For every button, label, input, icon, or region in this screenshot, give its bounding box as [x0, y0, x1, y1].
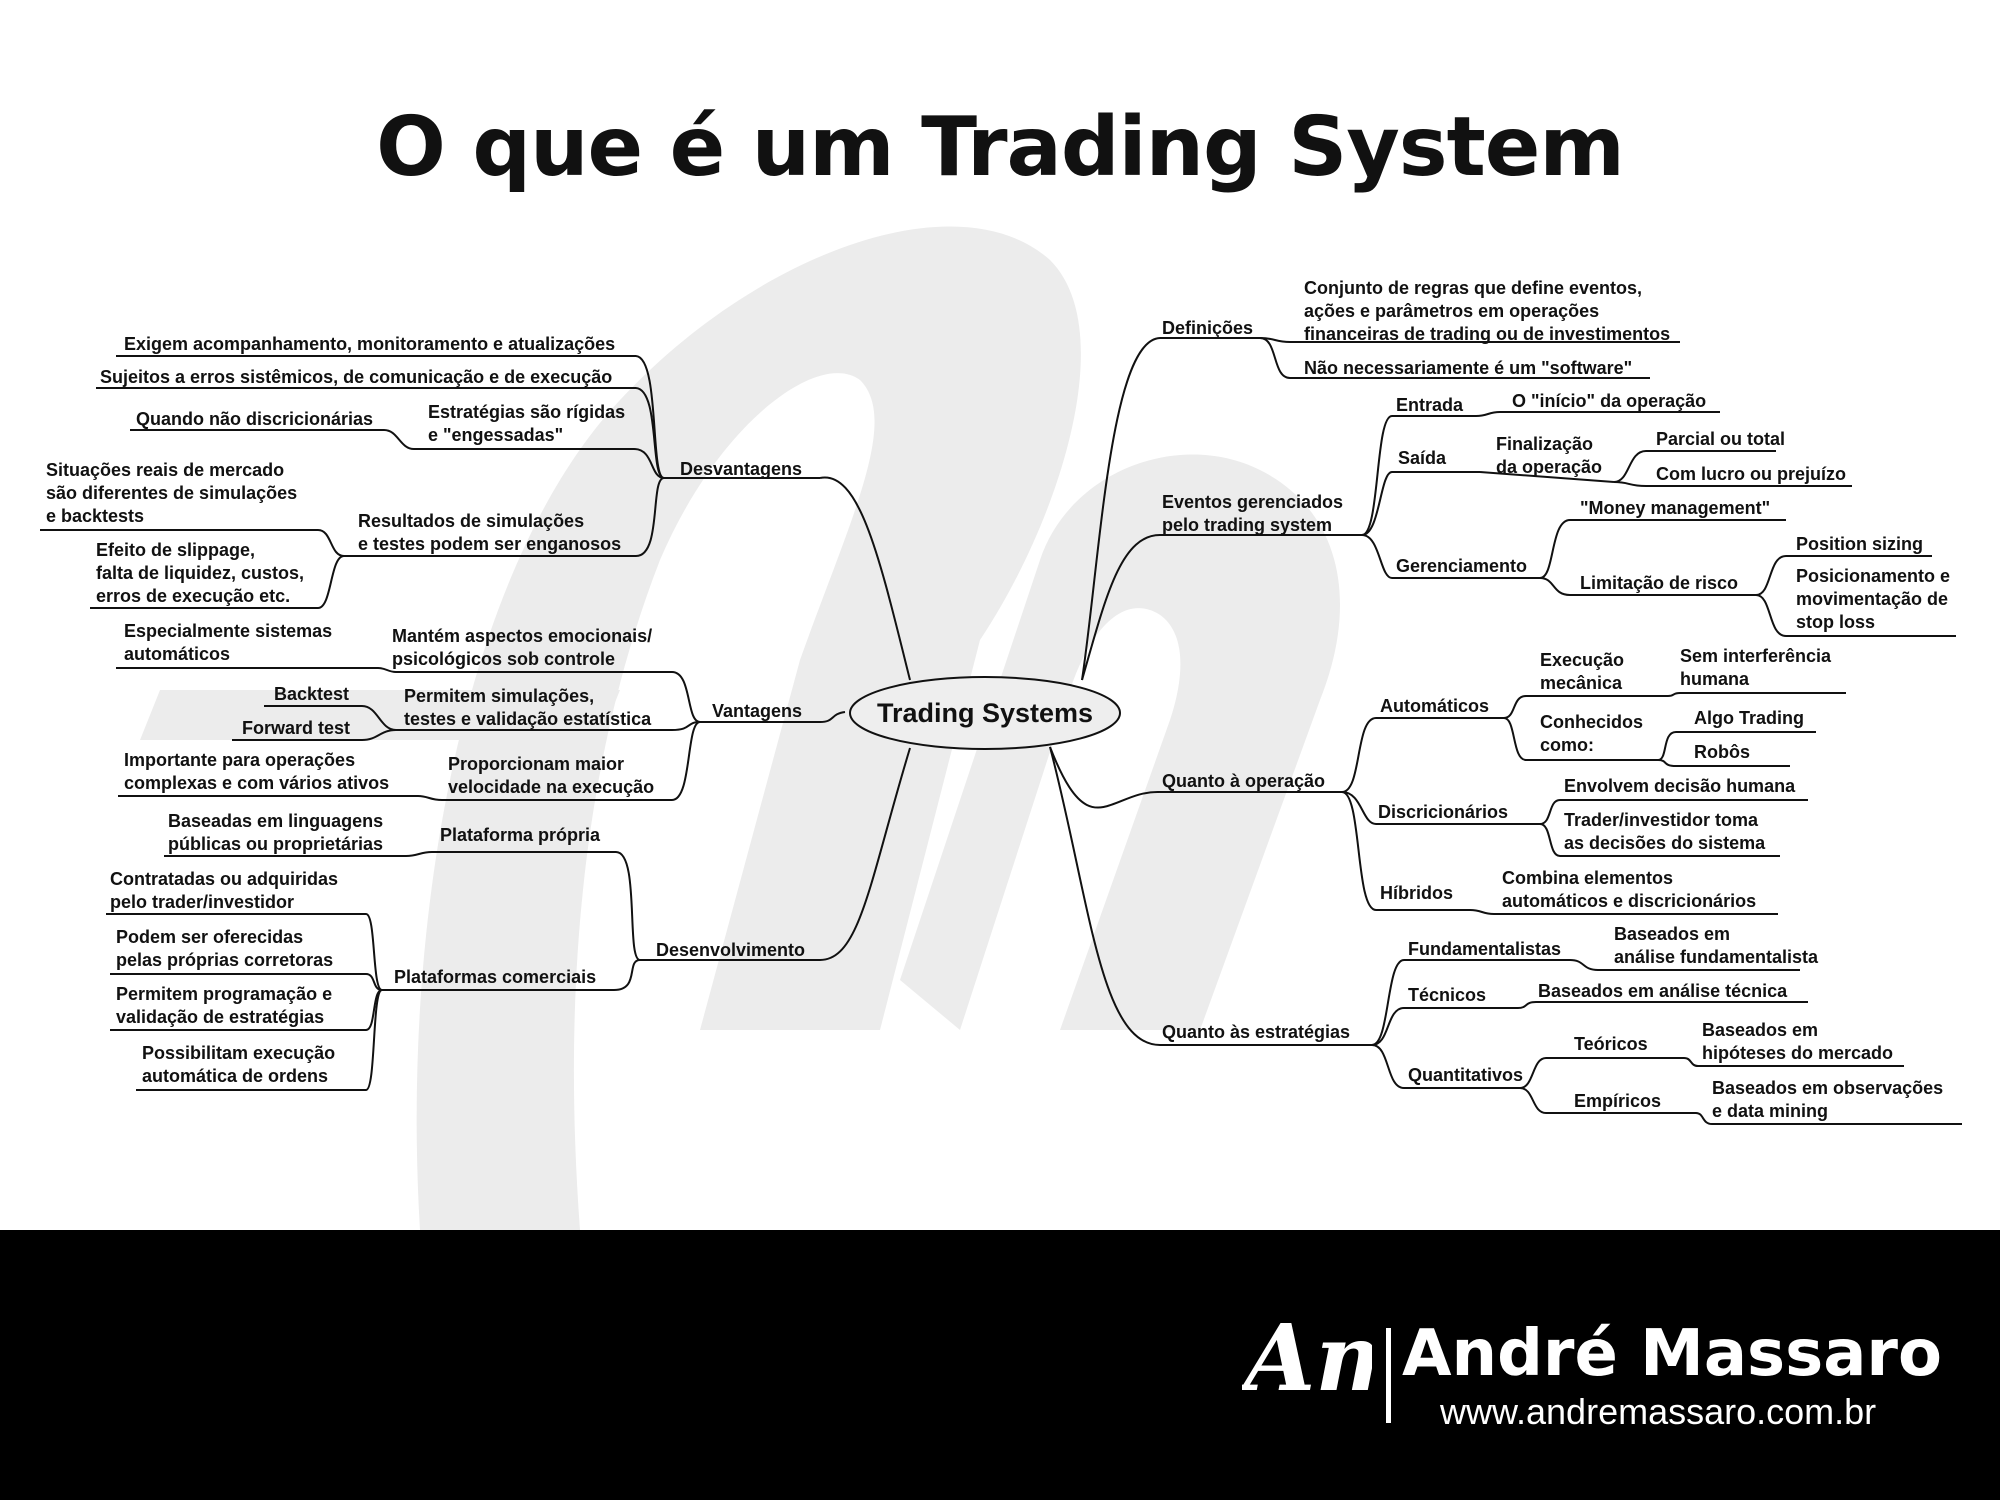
node-empiricos: Empíricos	[1574, 1091, 1661, 1111]
node-finalizacao: Finalização da operação	[1496, 434, 1602, 477]
node-possibilitam-execucao: Possibilitam execução automática de orde…	[142, 1043, 340, 1086]
node-definicoes: Definições	[1162, 318, 1253, 338]
node-vantagens: Vantagens	[712, 701, 802, 721]
node-quanto-as-estrategias: Quanto às estratégias	[1162, 1022, 1350, 1042]
brand-divider	[1386, 1328, 1391, 1423]
branch-desvantagens: Desvantagens Exigem acompanhamento, moni…	[46, 334, 802, 606]
node-resultados-de-simulacoes: Resultados de simulações e testes podem …	[358, 511, 621, 554]
node-observacoes-data-mining: Baseados em observações e data mining	[1712, 1078, 1948, 1121]
center-bubble	[849, 676, 1121, 750]
node-com-lucro-ou-prejuizo: Com lucro ou prejuízo	[1656, 464, 1846, 484]
node-desenvolvimento: Desenvolvimento	[656, 940, 805, 960]
branch-operacao: Quanto à operação Automáticos Execução m…	[1162, 646, 1836, 911]
node-quantitativos: Quantitativos	[1408, 1065, 1523, 1085]
node-nao-necessariamente-software: Não necessariamente é um "software"	[1304, 358, 1632, 378]
node-sujeitos-a-erros: Sujeitos a erros sistêmicos, de comunica…	[100, 367, 612, 387]
node-inicio-da-operacao: O "início" da operação	[1512, 391, 1706, 411]
node-importante-operacoes-complexas: Importante para operações complexas e co…	[124, 750, 389, 793]
node-analise-fundamentalista: Baseados em análise fundamentalista	[1614, 924, 1819, 967]
node-limitacao-de-risco: Limitação de risco	[1580, 573, 1738, 593]
node-efeito-de-slippage: Efeito de slippage, falta de liquidez, c…	[96, 540, 309, 606]
center-node: Trading Systems	[849, 676, 1121, 750]
node-posicionamento-stop-loss: Posicionamento e movimentação de stop lo…	[1796, 566, 1955, 632]
node-quando-nao-discricionarias: Quando não discricionárias	[136, 409, 373, 429]
node-gerenciamento: Gerenciamento	[1396, 556, 1527, 576]
branch-vantagens: Vantagens Mantém aspectos emocionais/ ps…	[124, 621, 802, 797]
node-conhecidos-como: Conhecidos como:	[1540, 712, 1648, 755]
node-forward-test: Forward test	[242, 718, 350, 738]
node-mantem-aspectos-emocionais: Mantém aspectos emocionais/ psicológicos…	[392, 626, 657, 669]
node-sem-interferencia-humana: Sem interferência humana	[1680, 646, 1836, 689]
branch-estrategias: Quanto às estratégias Fundamentalistas B…	[1162, 924, 1948, 1121]
node-permitem-programacao: Permitem programação e validação de estr…	[116, 984, 337, 1027]
node-money-management: "Money management"	[1580, 498, 1770, 518]
footer-bar	[0, 1230, 2000, 1500]
node-parcial-ou-total: Parcial ou total	[1656, 429, 1785, 449]
node-position-sizing: Position sizing	[1796, 534, 1923, 554]
node-automaticos: Automáticos	[1380, 696, 1489, 716]
node-conjunto-de-regras: Conjunto de regras que define eventos, a…	[1304, 278, 1670, 344]
watermark-logo	[140, 226, 1340, 1230]
mindmap-diagram: Trading Systems Definições Conjunto de r…	[40, 226, 1962, 1230]
node-envolvem-decisao-humana: Envolvem decisão humana	[1564, 776, 1796, 796]
node-hipoteses-do-mercado: Baseados em hipóteses do mercado	[1702, 1020, 1893, 1063]
branch-desenvolvimento: Desenvolvimento Plataforma própria Basea…	[110, 811, 805, 1086]
node-podem-ser-oferecidas: Podem ser oferecidas pelas próprias corr…	[116, 927, 333, 970]
node-backtest: Backtest	[274, 684, 349, 704]
node-contratadas-ou-adquiridas: Contratadas ou adquiridas pelo trader/in…	[110, 869, 343, 912]
node-tecnicos: Técnicos	[1408, 985, 1486, 1005]
node-quanto-a-operacao: Quanto à operação	[1162, 771, 1325, 791]
node-fundamentalistas: Fundamentalistas	[1408, 939, 1561, 959]
node-baseadas-em-linguagens: Baseadas em linguagens públicas ou propr…	[168, 811, 388, 854]
node-estrategias-rigidas: Estratégias são rígidas e "engessadas"	[428, 402, 630, 445]
node-hibridos: Híbridos	[1380, 883, 1453, 903]
node-especialmente-sistemas: Especialmente sistemas automáticos	[124, 621, 337, 664]
node-execucao-mecanica: Execução mecânica	[1540, 650, 1629, 693]
branch-definicoes: Definições Conjunto de regras que define…	[1162, 278, 1670, 378]
node-desvantagens: Desvantagens	[680, 459, 802, 479]
node-analise-tecnica: Baseados em análise técnica	[1538, 981, 1788, 1001]
node-saida: Saída	[1398, 448, 1447, 468]
slide-title: O que é um Trading System	[376, 100, 1625, 195]
node-teoricos: Teóricos	[1574, 1034, 1648, 1054]
node-proporcionam-velocidade: Proporcionam maior velocidade na execuçã…	[448, 754, 654, 797]
connectors	[40, 337, 1962, 1125]
node-exigem-acompanhamento: Exigem acompanhamento, monitoramento e a…	[124, 334, 615, 354]
node-entrada: Entrada	[1396, 395, 1464, 415]
brand-url: www.andremassaro.com.br	[1440, 1391, 1877, 1432]
node-permitem-simulacoes: Permitem simulações, testes e validação …	[404, 686, 652, 729]
node-algo-trading: Algo Trading	[1694, 708, 1804, 728]
node-situacoes-reais: Situações reais de mercado são diferente…	[46, 460, 302, 526]
node-trader-investidor-toma: Trader/investidor toma as decisões do si…	[1564, 810, 1766, 853]
brand-logo-glyph: Am	[1242, 1304, 1372, 1410]
brand-name: André Massaro	[1402, 1317, 1942, 1391]
node-plataformas-comerciais: Plataformas comerciais	[394, 967, 596, 987]
brand-logo-icon: Am	[1242, 1304, 1372, 1410]
center-label: Trading Systems	[877, 698, 1093, 728]
branch-eventos: Eventos gerenciados pelo trading system …	[1162, 391, 1955, 632]
node-eventos-gerenciados: Eventos gerenciados pelo trading system	[1162, 492, 1348, 535]
node-discricionarios: Discricionários	[1378, 802, 1508, 822]
node-robos: Robôs	[1694, 742, 1750, 762]
node-plataforma-propria: Plataforma própria	[440, 825, 601, 845]
node-combina-elementos: Combina elementos automáticos e discrici…	[1502, 868, 1756, 911]
